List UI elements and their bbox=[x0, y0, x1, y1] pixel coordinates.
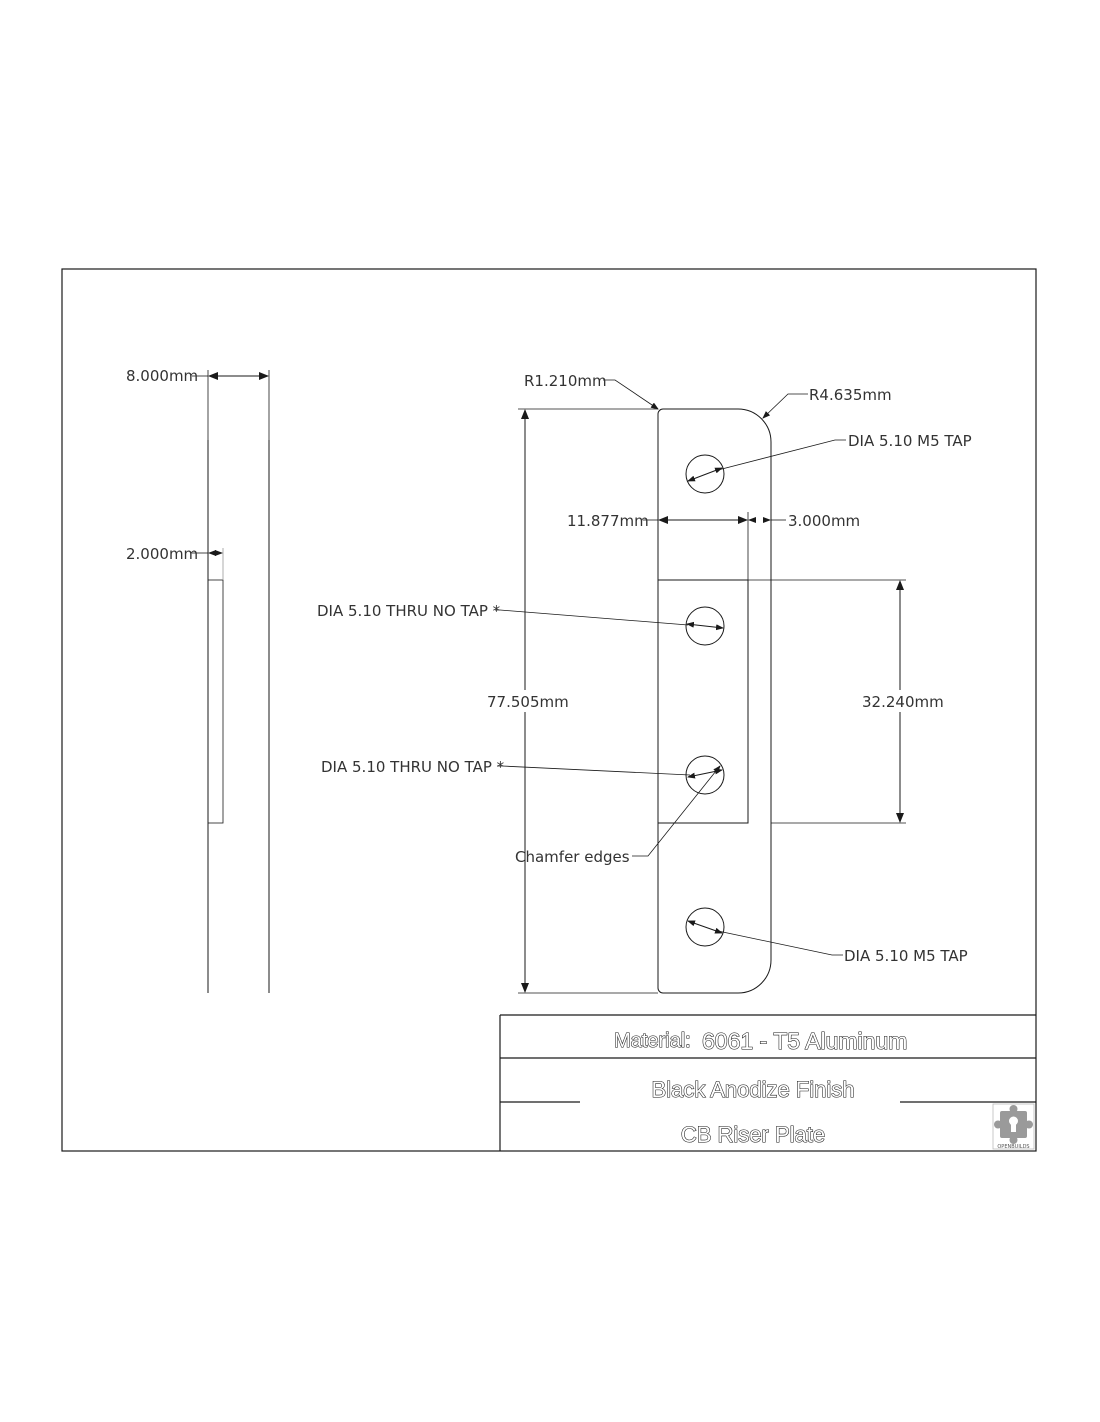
middle-hole-2-leader bbox=[497, 765, 691, 776]
chamfer-note: Chamfer edges bbox=[515, 848, 630, 866]
puzzle-piece-icon bbox=[994, 1105, 1033, 1144]
hole-bottom-diameter-arrow bbox=[687, 920, 723, 934]
hole-bottom bbox=[685, 907, 725, 947]
hole-middle-2 bbox=[685, 755, 725, 795]
material-label: Material: bbox=[614, 1030, 691, 1052]
hole-top-diameter-arrow bbox=[687, 467, 723, 482]
hole-top bbox=[685, 454, 725, 494]
bottom-hole-leader bbox=[717, 930, 843, 956]
part-name: CB Riser Plate bbox=[681, 1122, 825, 1147]
top-hole-leader bbox=[717, 439, 846, 471]
top-hole-note: DIA 5.10 M5 TAP bbox=[848, 432, 972, 450]
title-block bbox=[499, 1014, 1036, 1151]
large-radius-leader bbox=[762, 393, 808, 419]
side-view-pocket bbox=[207, 579, 224, 824]
pocket-height-label: 32.240mm bbox=[862, 693, 944, 711]
logo-text: OPENBUILDS bbox=[997, 1144, 1029, 1150]
edge-width-label: 3.000mm bbox=[788, 512, 860, 530]
plate-outline bbox=[657, 408, 772, 994]
small-radius-label: R1.210mm bbox=[524, 372, 607, 390]
middle-hole-2-note: DIA 5.10 THRU NO TAP * bbox=[321, 758, 505, 776]
chamfer-leader bbox=[632, 765, 721, 857]
side-view bbox=[192, 370, 270, 993]
middle-hole-1-note: DIA 5.10 THRU NO TAP * bbox=[317, 602, 501, 620]
hole-middle-2-diameter-arrow bbox=[687, 768, 723, 779]
finish-label: Black Anodize Finish bbox=[652, 1077, 855, 1102]
material-value: 6061 - T5 Aluminum bbox=[702, 1028, 907, 1054]
openbuilds-logo: OPENBUILDS bbox=[992, 1103, 1035, 1150]
pocket-depth-label: 2.000mm bbox=[126, 545, 198, 563]
bottom-hole-note: DIA 5.10 M5 TAP bbox=[844, 947, 968, 965]
hole-middle-1 bbox=[685, 606, 725, 646]
front-view bbox=[495, 379, 906, 994]
thickness-label: 8.000mm bbox=[126, 367, 198, 385]
drawing-border bbox=[61, 268, 1037, 1152]
large-radius-label: R4.635mm bbox=[809, 386, 892, 404]
small-radius-leader bbox=[603, 379, 659, 410]
overall-height-label: 77.505mm bbox=[487, 693, 569, 711]
hole-middle-1-diameter-arrow bbox=[686, 621, 724, 631]
middle-hole-1-leader bbox=[495, 609, 689, 626]
pocket-outline bbox=[657, 579, 749, 824]
pocket-width-label: 11.877mm bbox=[567, 512, 649, 530]
